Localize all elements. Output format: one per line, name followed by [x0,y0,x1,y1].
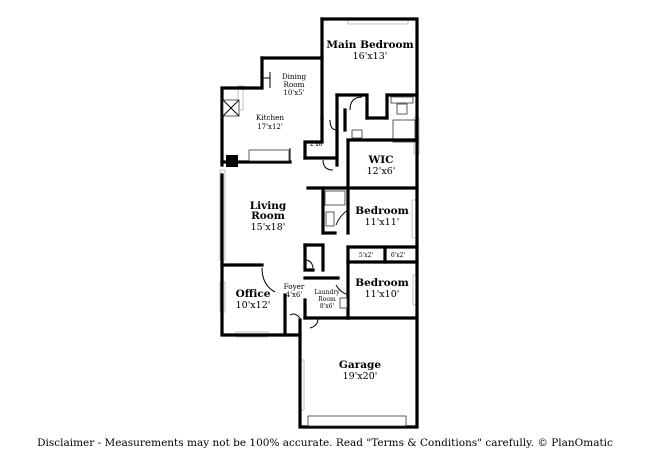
room-foyer: Foyer 4'x6' [284,282,305,299]
laundry-dim: 8'x6' [320,303,335,310]
floor-plan: Main Bedroom 16'x13' Dining Room 10'x5' … [219,17,420,429]
room-bedroom-2: Bedroom 11'x11' [355,205,409,228]
room-office: Office 10'x12' [236,288,271,311]
bedroom2-name: Bedroom [355,205,409,217]
wic-dim: 12'x6' [367,166,396,177]
disclaimer-text: Disclaimer - Measurements may not be 100… [37,437,613,449]
main-bedroom-dim: 16'x13' [353,51,388,62]
living-name-2: Room [251,210,285,222]
foyer-name: Foyer [284,282,305,291]
small-closet-dim: 2'x6' [310,141,325,148]
living-name-1: Living [250,200,287,212]
kitchen-name: Kitchen [256,113,284,122]
exterior-walls [220,17,419,429]
closet-a-dim: 5'x2' [359,252,374,259]
room-wic: WIC 12'x6' [367,154,396,177]
office-name: Office [236,288,271,300]
bedroom3-dim: 11'x10' [365,289,400,300]
room-kitchen: Kitchen 17'x12' [256,113,284,131]
foyer-dim: 4'x6' [286,291,303,299]
doors [261,72,407,427]
dining-name-2: Room [284,80,305,89]
room-small-closet: 2'x6' [310,141,325,148]
room-garage: Garage 19'x20' [339,359,381,382]
office-dim: 10'x12' [236,300,271,311]
garage-name: Garage [339,359,381,371]
kitchen-dim: 17'x12' [257,123,283,131]
room-living: Living Room 15'x18' [250,200,287,233]
bedroom3-name: Bedroom [355,277,409,289]
dining-dim: 10'x5' [283,89,304,97]
laundry-name-2: Room [318,296,336,303]
laundry-name-1: Laundry [314,289,340,296]
garage-dim: 19'x20' [343,371,378,382]
bathtub [392,119,416,143]
living-dim: 15'x18' [251,222,286,233]
wic-name: WIC [367,154,393,166]
room-main-bedroom: Main Bedroom 16'x13' [326,39,413,62]
range [226,155,238,167]
dining-name-1: Dining [282,72,307,81]
room-dining: Dining Room 10'x5' [282,72,307,97]
room-laundry: Laundry Room 8'x6' [314,289,340,310]
closet-b-dim: 6'x2' [391,252,406,259]
kitchen-counter [248,149,290,162]
main-bedroom-name: Main Bedroom [326,39,413,51]
room-bedroom-3: Bedroom 11'x10' [355,277,409,300]
room-closets: 5'x2' 6'x2' [359,252,406,259]
bedroom2-dim: 11'x11' [365,217,400,228]
